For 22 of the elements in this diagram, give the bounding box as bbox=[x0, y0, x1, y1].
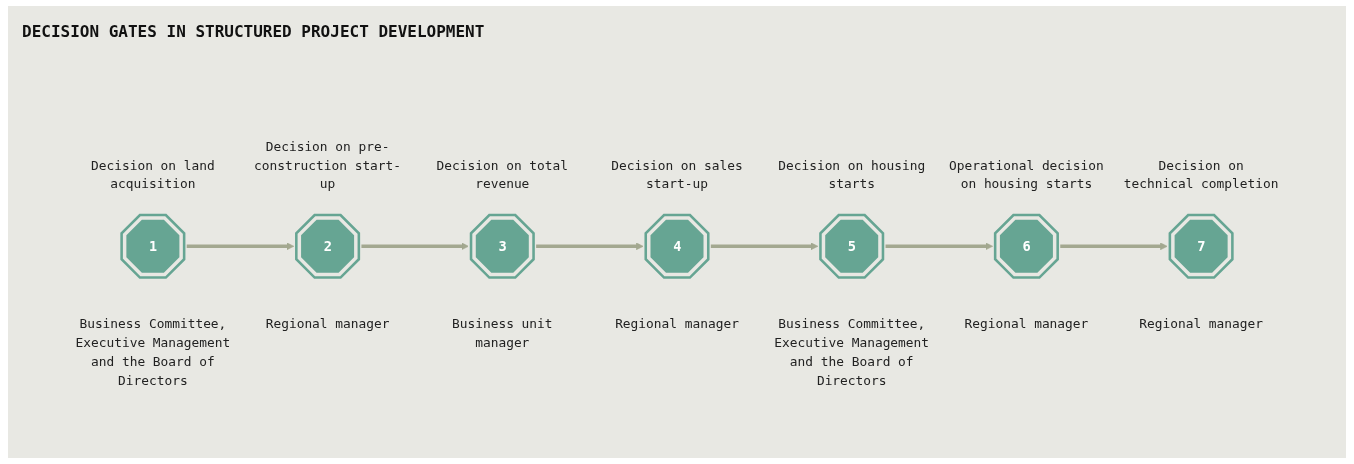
arrow bbox=[1060, 242, 1168, 251]
decision-text: Decision on housing starts bbox=[777, 156, 927, 194]
arrow bbox=[710, 242, 819, 251]
decision-maker-text: Regional manager bbox=[615, 315, 739, 334]
arrow bbox=[186, 242, 295, 251]
diagram-background: DECISION GATES IN STRUCTURED PROJECT DEVELOPMENT 1 2 3 4 5 6 7 Decision on land acquisition Business Committee, Executive Management and the Board of Directors Decision on pre-construction start-up Regional manager Decision on total revenue Business unit manager Decision on sales start-up Regional manager Decision on housing starts Business Committee, Executive Management and the Board of Directors Operational decision on housing starts Regional manager Decision on technical completion Regional manager bbox=[8, 6, 1346, 458]
arrow bbox=[885, 242, 993, 251]
arrow bbox=[536, 242, 644, 251]
decision-text: Decision on land acquisition bbox=[90, 156, 216, 194]
decision-maker-text: Regional manager bbox=[1139, 315, 1263, 334]
decision-text: Operational decision on housing starts bbox=[948, 156, 1105, 194]
decision-maker-text: Regional manager bbox=[265, 315, 390, 334]
decision-maker-text: Business Committee, Executive Management and the Board of Directors bbox=[74, 315, 231, 390]
decision-text: Decision on sales start-up bbox=[610, 156, 744, 194]
decision-text: Decision on pre-construction start-up bbox=[253, 137, 403, 194]
decision-maker-text: Business Committee, Executive Management and the Board of Directors bbox=[773, 315, 930, 390]
decision-text: Decision on technical completion bbox=[1123, 156, 1280, 194]
arrow bbox=[361, 242, 469, 251]
diagram-title: DECISION GATES IN STRUCTURED PROJECT DEVELOPMENT bbox=[22, 22, 485, 41]
decision-maker-text: Business unit manager bbox=[451, 315, 554, 353]
decision-maker-text: Regional manager bbox=[964, 315, 1089, 334]
decision-text: Decision on total revenue bbox=[435, 156, 570, 194]
